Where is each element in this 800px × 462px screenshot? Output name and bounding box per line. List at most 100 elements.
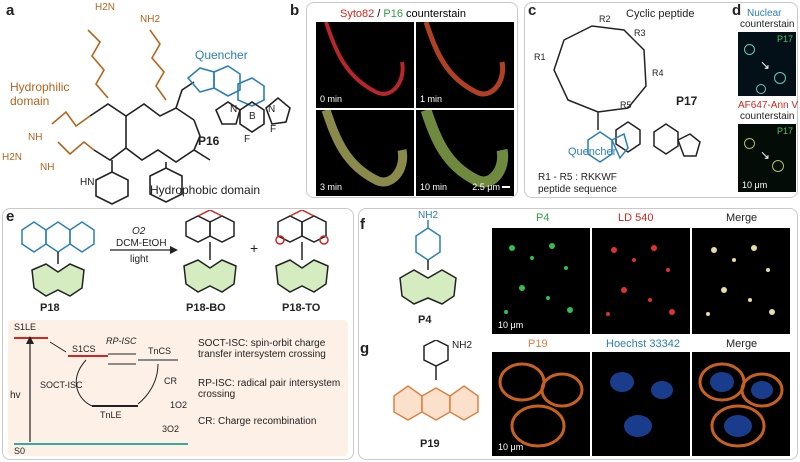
f-label-1: F — [270, 124, 276, 135]
residue-r3: R3 — [634, 28, 646, 38]
panel-e-frame — [2, 208, 354, 460]
cell-dot — [756, 84, 766, 94]
cell-dot — [774, 72, 786, 84]
scale-f: 10 μm — [498, 320, 524, 330]
micrograph-d-top: P17 ↘ — [738, 32, 796, 96]
imine-label: NH — [28, 132, 42, 143]
state-s1cs: S1CS — [72, 344, 96, 354]
p18-structures — [21, 210, 329, 297]
scale-bar-b — [502, 186, 510, 188]
panel-b-label: b — [290, 2, 300, 19]
panel-b-frame — [306, 2, 518, 198]
indole-nh-label: HN — [80, 177, 94, 188]
hydrophobic-label: Hydrophobic domain — [150, 183, 261, 197]
time-3: 10 min — [420, 182, 448, 192]
label-soct-isc: SOCT-ISC — [40, 380, 83, 390]
p17-label: P17 — [676, 94, 698, 108]
p18-label: P18 — [40, 302, 60, 314]
label-1o2: 1O2 — [170, 400, 188, 410]
micrograph-b-1min: 1 min — [416, 22, 514, 108]
annexin-caption-2: counterstain — [740, 111, 795, 122]
reagent-light: light — [130, 254, 149, 265]
plus-sign: + — [250, 240, 259, 256]
nh-label: NH — [40, 162, 54, 173]
g-header-p19: P19 — [528, 338, 548, 350]
panel-f-label: f — [360, 216, 365, 233]
cell-dot — [744, 44, 755, 55]
jablonski-diagram — [14, 336, 188, 445]
p16-green-label: P16 — [383, 8, 403, 20]
hydrophilic-label-2: domain — [10, 94, 50, 108]
p18-to-label: P18-TO — [282, 302, 321, 314]
residue-r2: R2 — [599, 14, 611, 24]
f-label-2: F — [244, 134, 250, 145]
state-s1le: S1LE — [14, 322, 37, 332]
quencher-label-a: Quencher — [195, 48, 248, 62]
quencher-label-c: Quencher — [568, 146, 617, 158]
g-header-merge: Merge — [726, 338, 758, 350]
panel-c-frame — [524, 2, 798, 198]
micrograph-d-bottom: P17 ↘ 10 μm — [738, 124, 796, 192]
panel-a-label: a — [6, 2, 15, 19]
scale-g: 10 μm — [498, 442, 524, 452]
p17-structure: R2 R3 R1 R4 R5 — [534, 14, 701, 163]
nuclear-caption-1: Nuclear — [747, 8, 782, 19]
f-header-merge: Merge — [726, 212, 758, 224]
cyclic-peptide-title: Cyclic peptide — [626, 8, 695, 20]
panel-e-label: e — [6, 208, 15, 225]
state-tn-cs: TnCS — [148, 346, 172, 356]
micrograph-f-p4: 10 μm — [492, 228, 590, 334]
label-hv: hv — [10, 390, 21, 401]
time-1: 1 min — [420, 94, 443, 104]
panel-b-header: Syto82 / P16 counterstain — [340, 8, 466, 20]
micrograph-g-p19: 10 μm — [492, 352, 590, 456]
micrograph-g-merge — [692, 352, 790, 456]
label-cr: CR — [164, 376, 177, 386]
amine-label-2: NH2 — [140, 14, 160, 25]
p4-nh2: NH2 — [418, 210, 439, 221]
counterstain-label: counterstain — [403, 8, 466, 20]
p17-tag-top: P17 — [776, 34, 793, 44]
panel-fg-frame — [358, 208, 798, 460]
p16-structure: H2N NH2 H2N NH NH HN B N N F F — [2, 2, 291, 205]
g-header-hoechst: Hoechst 33342 — [606, 338, 680, 350]
scale-b: 2.5 μm — [472, 182, 500, 192]
amine-label-1: H2N — [95, 2, 115, 13]
residue-r5: R5 — [620, 100, 632, 110]
legend-rpisc: RP-ISC: radical pair intersystem crossin… — [198, 378, 341, 400]
legend-cr: CR: Charge recombination — [198, 416, 317, 427]
residue-r4: R4 — [652, 68, 664, 78]
legend-soct: SOCT-ISC: spin-orbit charge transfer int… — [198, 338, 326, 360]
micrograph-b-10min: 10 min 2.5 μm — [416, 110, 514, 196]
state-tn-le: TnLE — [100, 410, 122, 420]
hydrophilic-label-1: Hydrophilic — [10, 80, 70, 94]
p16-label: P16 — [198, 134, 220, 148]
n-label-1: N — [268, 104, 275, 115]
boron-label: B — [249, 111, 256, 122]
syto82-label: Syto82 — [340, 8, 375, 20]
panel-g-label: g — [360, 340, 370, 357]
state-s0: S0 — [14, 446, 26, 456]
micrograph-f-merge — [692, 228, 790, 334]
time-0: 0 min — [320, 94, 343, 104]
p18-bo-label: P18-BO — [186, 302, 226, 314]
jablonski-box — [8, 320, 348, 456]
label-3o2: 3O2 — [162, 424, 180, 434]
arrow-icon: ↘ — [760, 58, 771, 72]
header-sep: / — [374, 8, 384, 20]
reagent-solvent: DCM-EtOH — [116, 238, 167, 249]
cell-dot — [744, 138, 755, 149]
micrograph-b-0min: 0 min — [316, 22, 414, 108]
residue-r1: R1 — [534, 52, 546, 62]
p17-tag-bottom: P17 — [776, 126, 793, 136]
panel-d-label: d — [732, 2, 742, 19]
guanidine-label: H2N — [2, 152, 22, 163]
p19-nh2: NH2 — [452, 340, 473, 351]
micrograph-b-3min: 3 min — [316, 110, 414, 196]
label-rp-isc: RP-ISC — [106, 336, 137, 346]
peptide-footnote-1: R1 - R5 : RKKWF — [538, 172, 617, 183]
f-header-ld540: LD 540 — [618, 212, 654, 224]
annexin-caption-1: AF647-Ann V — [738, 100, 799, 111]
time-2: 3 min — [320, 182, 343, 192]
micrograph-f-ld540 — [592, 228, 690, 334]
